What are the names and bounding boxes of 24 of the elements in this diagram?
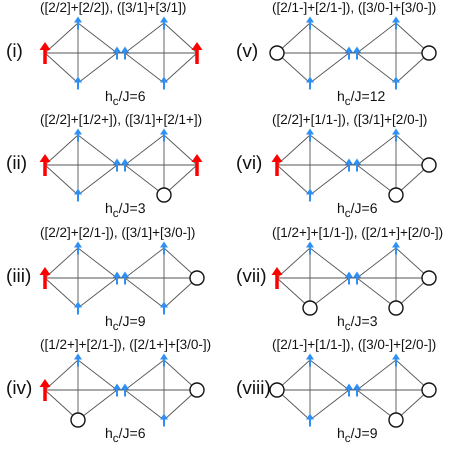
critical-field-value: h$_{c}$/J=6 (337, 200, 378, 220)
panel-label: (vii) (236, 266, 267, 288)
configuration-formula: ([2/2]+[1/1-]), ([3/1]+[2/0-]) (272, 112, 428, 127)
critical-field-value: h$_{c}$/J=3 (337, 313, 378, 333)
critical-field-value: h$_{c}$/J=9 (337, 425, 378, 445)
panel-label: (ii) (6, 153, 28, 175)
critical-field-value: h$_{c}$/J=12 (337, 88, 386, 108)
configuration-formula: ([2/2]+[1/2+]), ([3/1]+[2/1+]) (40, 112, 202, 127)
panel-label: (i) (6, 41, 23, 63)
panel-label: (v) (236, 41, 258, 63)
configuration-formula: ([2/1-]+[1/1-]), ([3/0-]+[2/0-]) (272, 337, 436, 352)
panel-label: (viii) (236, 378, 271, 400)
configuration-formula: ([2/2]+[2/2]), ([3/1]+[3/1]) (40, 0, 186, 15)
critical-field-value: h$_{c}$/J=6 (105, 425, 146, 445)
critical-field-value: h$_{c}$/J=3 (105, 200, 146, 220)
configuration-formula: ([1/2+]+[1/1-]), ([2/1+]+[2/0-]) (272, 225, 444, 240)
critical-field-value: h$_{c}$/J=9 (105, 313, 146, 333)
panel-label: (vi) (236, 153, 262, 175)
panel-label: (iii) (6, 266, 32, 288)
configuration-formula: ([1/2+]+[2/1-]), ([2/1+]+[3/0-]) (40, 337, 212, 352)
configuration-formula: ([2/1-]+[2/1-]), ([3/0-]+[3/0-]) (272, 0, 436, 15)
critical-field-value: h$_{c}$/J=6 (105, 88, 146, 108)
panel-label: (iv) (6, 378, 32, 400)
configuration-formula: ([2/2]+[2/1-]), ([3/1]+[3/0-]) (40, 225, 196, 240)
